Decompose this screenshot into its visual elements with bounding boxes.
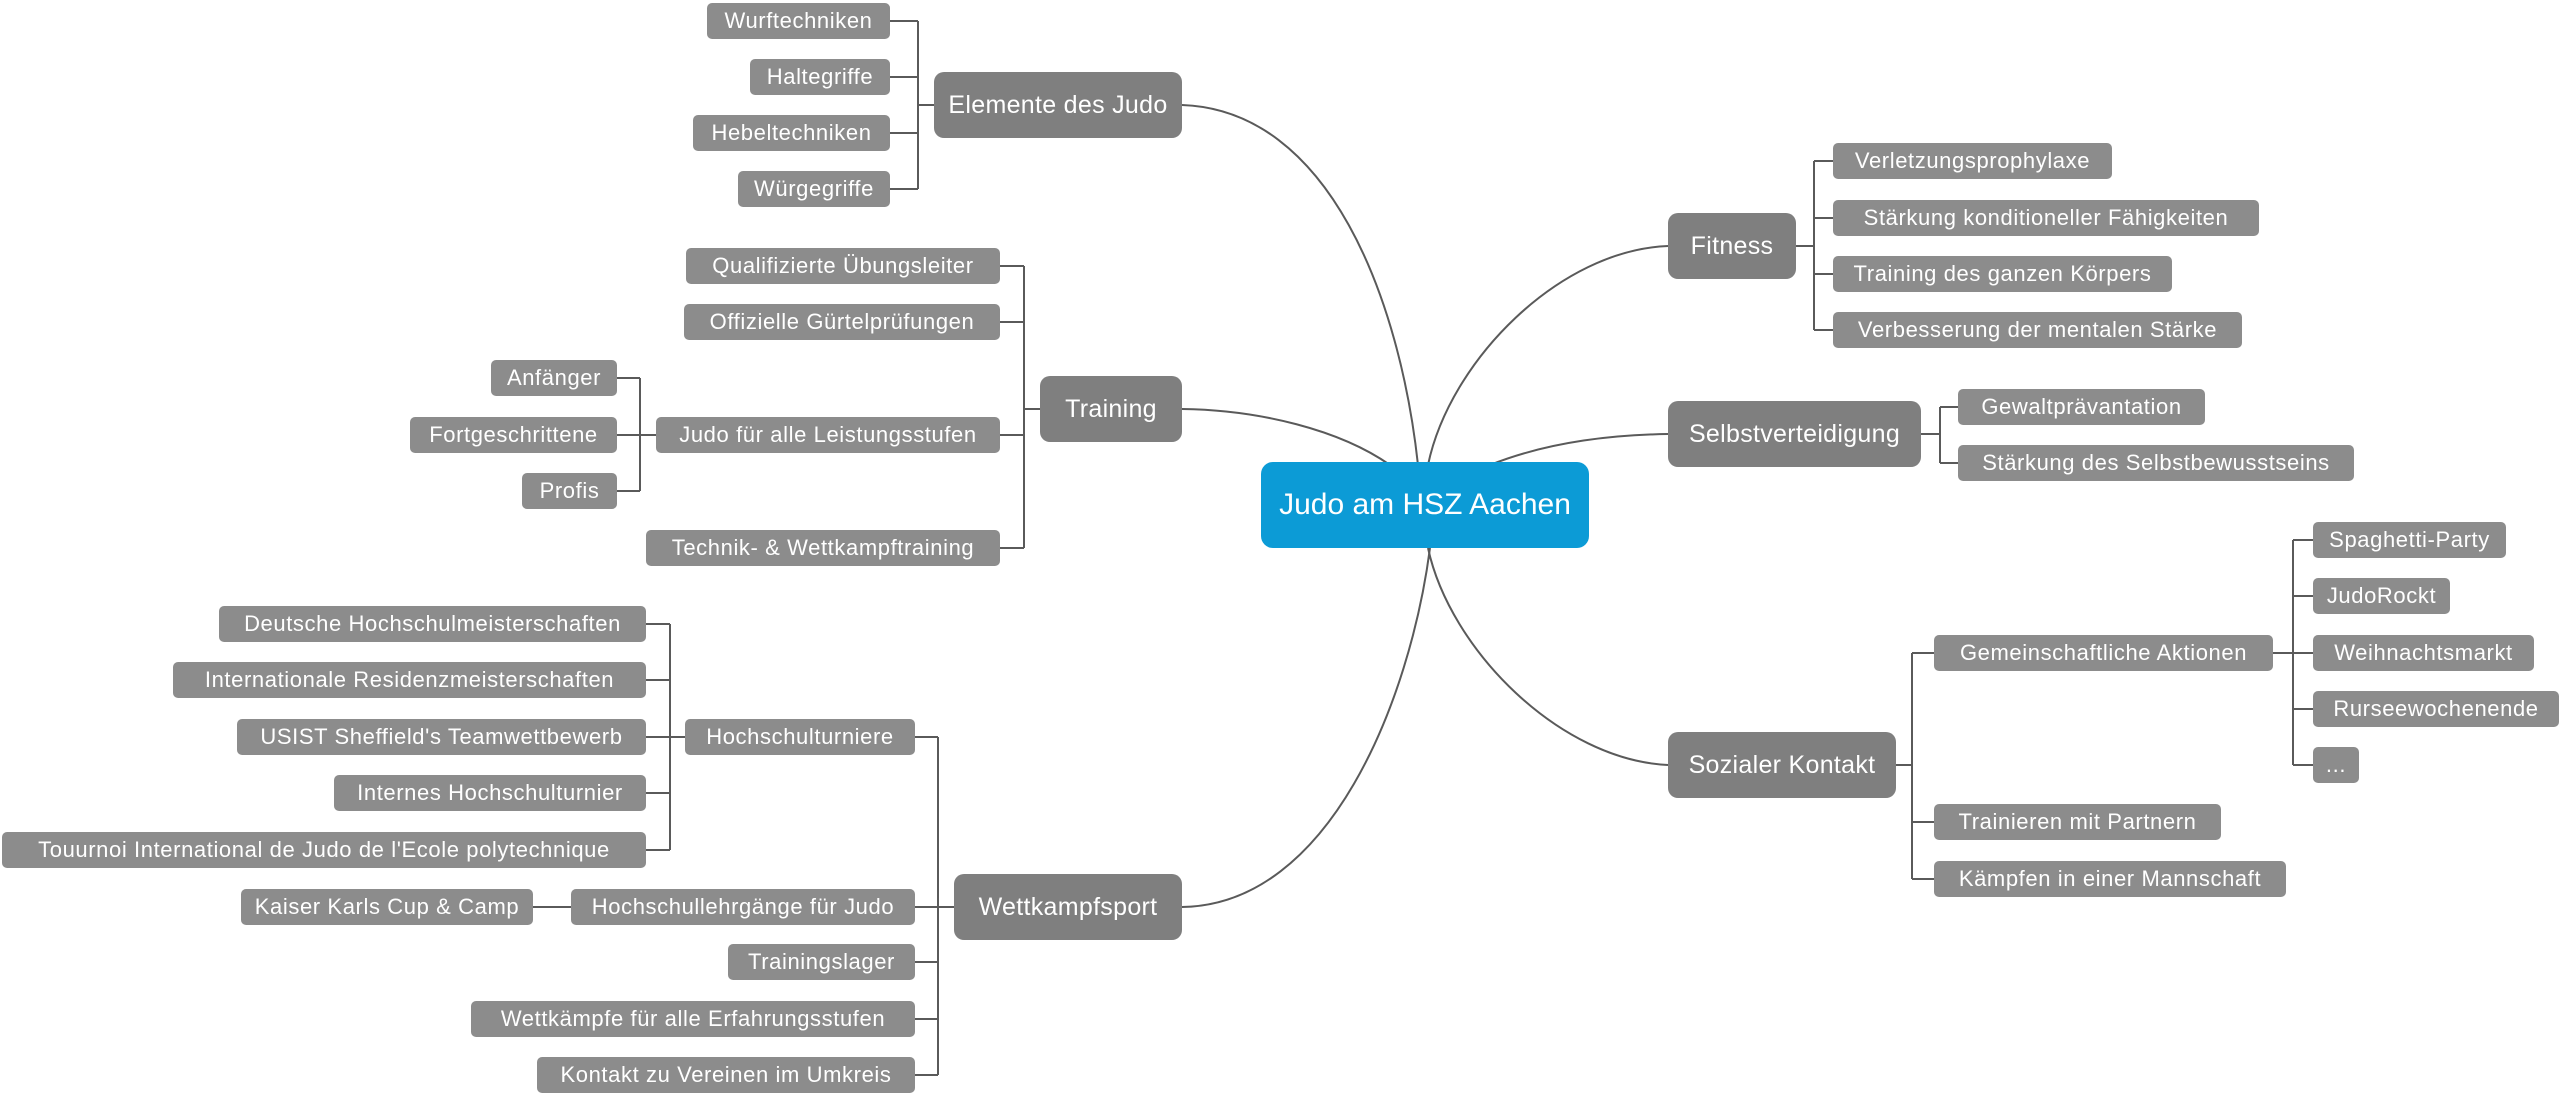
leaf-deutsche-hochschulmeisterschaften[interactable]: Deutsche Hochschulmeisterschaften [219, 606, 646, 642]
leaf-fortgeschrittene[interactable]: Fortgeschrittene [410, 417, 617, 453]
leaf-usist-sheffield[interactable]: USIST Sheffield's Teamwettbewerb [237, 719, 646, 755]
connector-root-training [1181, 408, 1391, 466]
leaf-kaiser-karls-cup[interactable]: Kaiser Karls Cup & Camp [241, 889, 533, 925]
leaf-rurseewochenende[interactable]: Rurseewochenende [2313, 691, 2559, 727]
leaf-hochschullehrgaenge[interactable]: Hochschullehrgänge für Judo [571, 889, 915, 925]
leaf-training-des-ganzen-koerpers[interactable]: Training des ganzen Körpers [1833, 256, 2172, 292]
leaf-weihnachtsmarkt[interactable]: Weihnachtsmarkt [2313, 635, 2534, 671]
leaf-hochschulturniere[interactable]: Hochschulturniere [685, 719, 915, 755]
connector-root-wettkampf [1181, 547, 1431, 908]
branch-training[interactable]: Training [1040, 376, 1182, 442]
leaf-verletzungsprophylaxe[interactable]: Verletzungsprophylaxe [1833, 143, 2112, 179]
branch-sozialer-kontakt[interactable]: Sozialer Kontakt [1668, 732, 1896, 798]
root-node[interactable]: Judo am HSZ Aachen [1261, 462, 1589, 548]
branch-fitness[interactable]: Fitness [1668, 213, 1796, 279]
leaf-staerkung-konditioneller-faehigkeiten[interactable]: Stärkung konditioneller Fähigkeiten [1833, 200, 2259, 236]
leaf-haltegriffe[interactable]: Haltegriffe [750, 59, 890, 95]
leaf-kaempfen-in-mannschaft[interactable]: Kämpfen in einer Mannschaft [1934, 861, 2286, 897]
leaf-wuergegriffe[interactable]: Würgegriffe [738, 171, 890, 207]
leaf-anfaenger[interactable]: Anfänger [491, 360, 617, 396]
leaf-trainieren-mit-partnern[interactable]: Trainieren mit Partnern [1934, 804, 2221, 840]
leaf-qualifizierte-uebungsleiter[interactable]: Qualifizierte Übungsleiter [686, 248, 1000, 284]
connector-root-selbst [1489, 433, 1669, 466]
leaf-touurnoi-international[interactable]: Touurnoi International de Judo de l'Ecol… [2, 832, 646, 868]
leaf-gemeinschaftliche-aktionen[interactable]: Gemeinschaftliche Aktionen [1934, 635, 2273, 671]
leaf-verbesserung-mentale-staerke[interactable]: Verbesserung der mentalen Stärke [1833, 312, 2242, 348]
leaf-judo-fuer-alle-leistungsstufen[interactable]: Judo für alle Leistungsstufen [656, 417, 1000, 453]
leaf-ellipsis[interactable]: ... [2313, 747, 2359, 783]
connector-root-elemente [1181, 104, 1419, 466]
leaf-wettkaempfe-alle-stufen[interactable]: Wettkämpfe für alle Erfahrungsstufen [471, 1001, 915, 1037]
leaf-profis[interactable]: Profis [522, 473, 617, 509]
connector-root-fitness [1427, 245, 1669, 466]
connector-root-sozial [1427, 547, 1669, 766]
leaf-judorockt[interactable]: JudoRockt [2313, 578, 2450, 614]
branch-wettkampfsport[interactable]: Wettkampfsport [954, 874, 1182, 940]
branch-elemente-des-judo[interactable]: Elemente des Judo [934, 72, 1182, 138]
leaf-internes-hochschulturnier[interactable]: Internes Hochschulturnier [334, 775, 646, 811]
leaf-trainingslager[interactable]: Trainingslager [728, 944, 915, 980]
leaf-gewaltpraevantation[interactable]: Gewaltprävantation [1958, 389, 2205, 425]
leaf-technik-wettkampftraining[interactable]: Technik- & Wettkampftraining [646, 530, 1000, 566]
leaf-internationale-residenzmeisterschaften[interactable]: Internationale Residenzmeisterschaften [173, 662, 646, 698]
leaf-kontakt-zu-vereinen[interactable]: Kontakt zu Vereinen im Umkreis [537, 1057, 915, 1093]
leaf-offizielle-guertelpruefungen[interactable]: Offizielle Gürtelprüfungen [684, 304, 1000, 340]
leaf-wurftechniken[interactable]: Wurftechniken [707, 3, 890, 39]
leaf-hebeltechniken[interactable]: Hebeltechniken [693, 115, 890, 151]
branch-selbstverteidigung[interactable]: Selbstverteidigung [1668, 401, 1921, 467]
leaf-spaghetti-party[interactable]: Spaghetti-Party [2313, 522, 2506, 558]
leaf-staerkung-selbstbewusstsein[interactable]: Stärkung des Selbstbewusstseins [1958, 445, 2354, 481]
